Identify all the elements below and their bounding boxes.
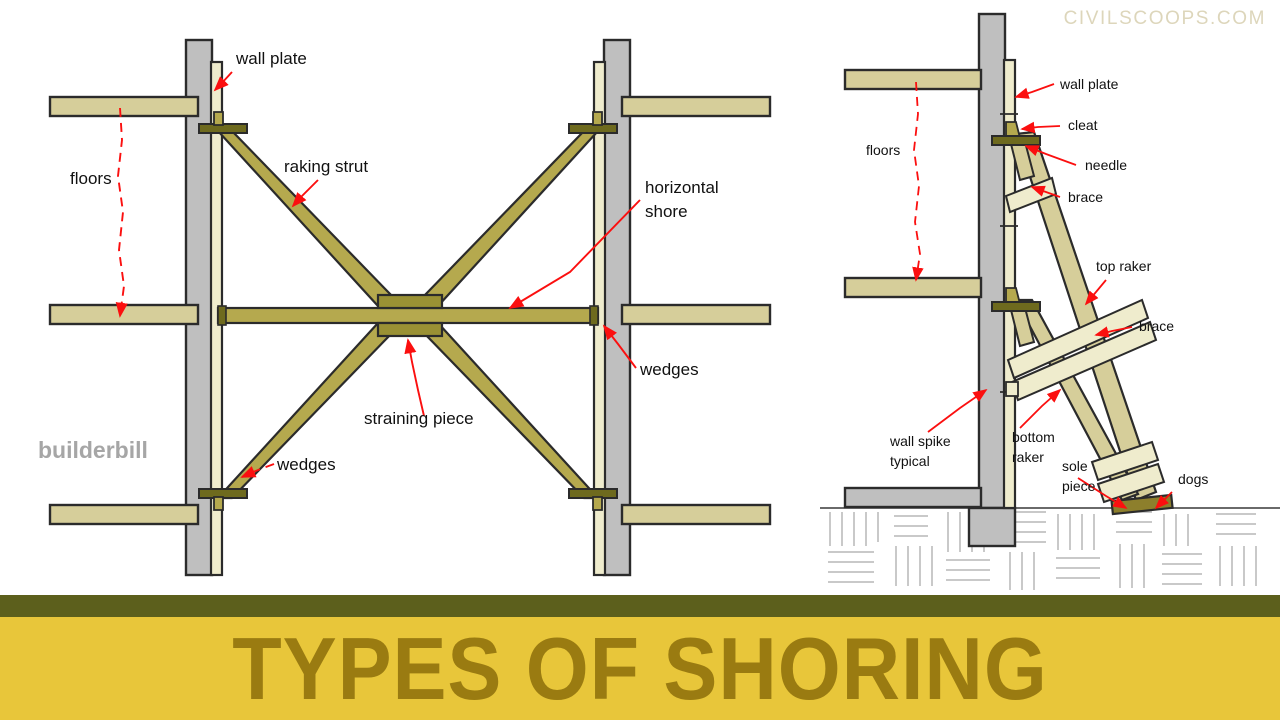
label-raking-strut: raking strut bbox=[284, 157, 368, 176]
author-watermark: builderbill bbox=[38, 437, 148, 463]
leader-lines-left bbox=[115, 71, 641, 478]
banner-top-stripe bbox=[0, 595, 1280, 617]
label-floors: floors bbox=[866, 142, 900, 158]
wall-plate-board bbox=[1002, 58, 1017, 510]
label-cleat: cleat bbox=[1068, 117, 1098, 133]
leader-lines-right bbox=[912, 81, 1173, 510]
label-brace-top: brace bbox=[1068, 189, 1103, 205]
label-dogs: dogs bbox=[1178, 471, 1208, 487]
label-brace-bottom: brace bbox=[1139, 318, 1174, 334]
label-horizontal-shore-line1: horizontal bbox=[645, 178, 719, 197]
cleat-group bbox=[991, 121, 1041, 312]
label-wall-spike-line2: typical bbox=[890, 453, 930, 469]
floor-slabs bbox=[843, 68, 983, 509]
label-wall-plate: wall plate bbox=[1059, 76, 1119, 92]
label-wedges-right: wedges bbox=[639, 360, 699, 379]
wedges-group bbox=[198, 111, 618, 511]
label-bottom-raker-line2: raker bbox=[1012, 449, 1044, 465]
label-needle: needle bbox=[1085, 157, 1127, 173]
horizontal-shore bbox=[216, 306, 600, 325]
raking-struts bbox=[215, 129, 601, 500]
ground-hatching bbox=[820, 507, 1280, 590]
label-horizontal-shore-line2: shore bbox=[645, 202, 688, 221]
wall-spike bbox=[1005, 381, 1019, 397]
label-top-raker: top raker bbox=[1096, 258, 1152, 274]
wall-column bbox=[967, 12, 1017, 548]
label-wall-spike-line1: wall spike bbox=[889, 433, 951, 449]
right-shoring-figure: wall plate cleat needle brace top raker … bbox=[820, 12, 1280, 590]
diagram-canvas: wall plate floors raking strut horizonta… bbox=[38, 8, 1280, 590]
page-title: TYPES OF SHORING bbox=[232, 618, 1048, 718]
label-straining-piece: straining piece bbox=[364, 409, 474, 428]
label-sole-piece-line2: piece bbox=[1062, 478, 1096, 494]
site-watermark: CIVILSCOOPS.COM bbox=[1063, 8, 1266, 29]
label-bottom-raker-line1: bottom bbox=[1012, 429, 1055, 445]
left-shoring-figure: wall plate floors raking strut horizonta… bbox=[48, 38, 772, 577]
label-wall-plate: wall plate bbox=[235, 49, 307, 68]
label-floors: floors bbox=[70, 169, 112, 188]
title-banner: TYPES OF SHORING bbox=[0, 595, 1280, 720]
straining-pieces bbox=[376, 293, 444, 338]
floor-slabs-right bbox=[620, 95, 772, 526]
brace-lower-group bbox=[1006, 298, 1158, 402]
label-sole-piece-line1: sole bbox=[1062, 458, 1088, 474]
label-wedges-left: wedges bbox=[276, 455, 336, 474]
